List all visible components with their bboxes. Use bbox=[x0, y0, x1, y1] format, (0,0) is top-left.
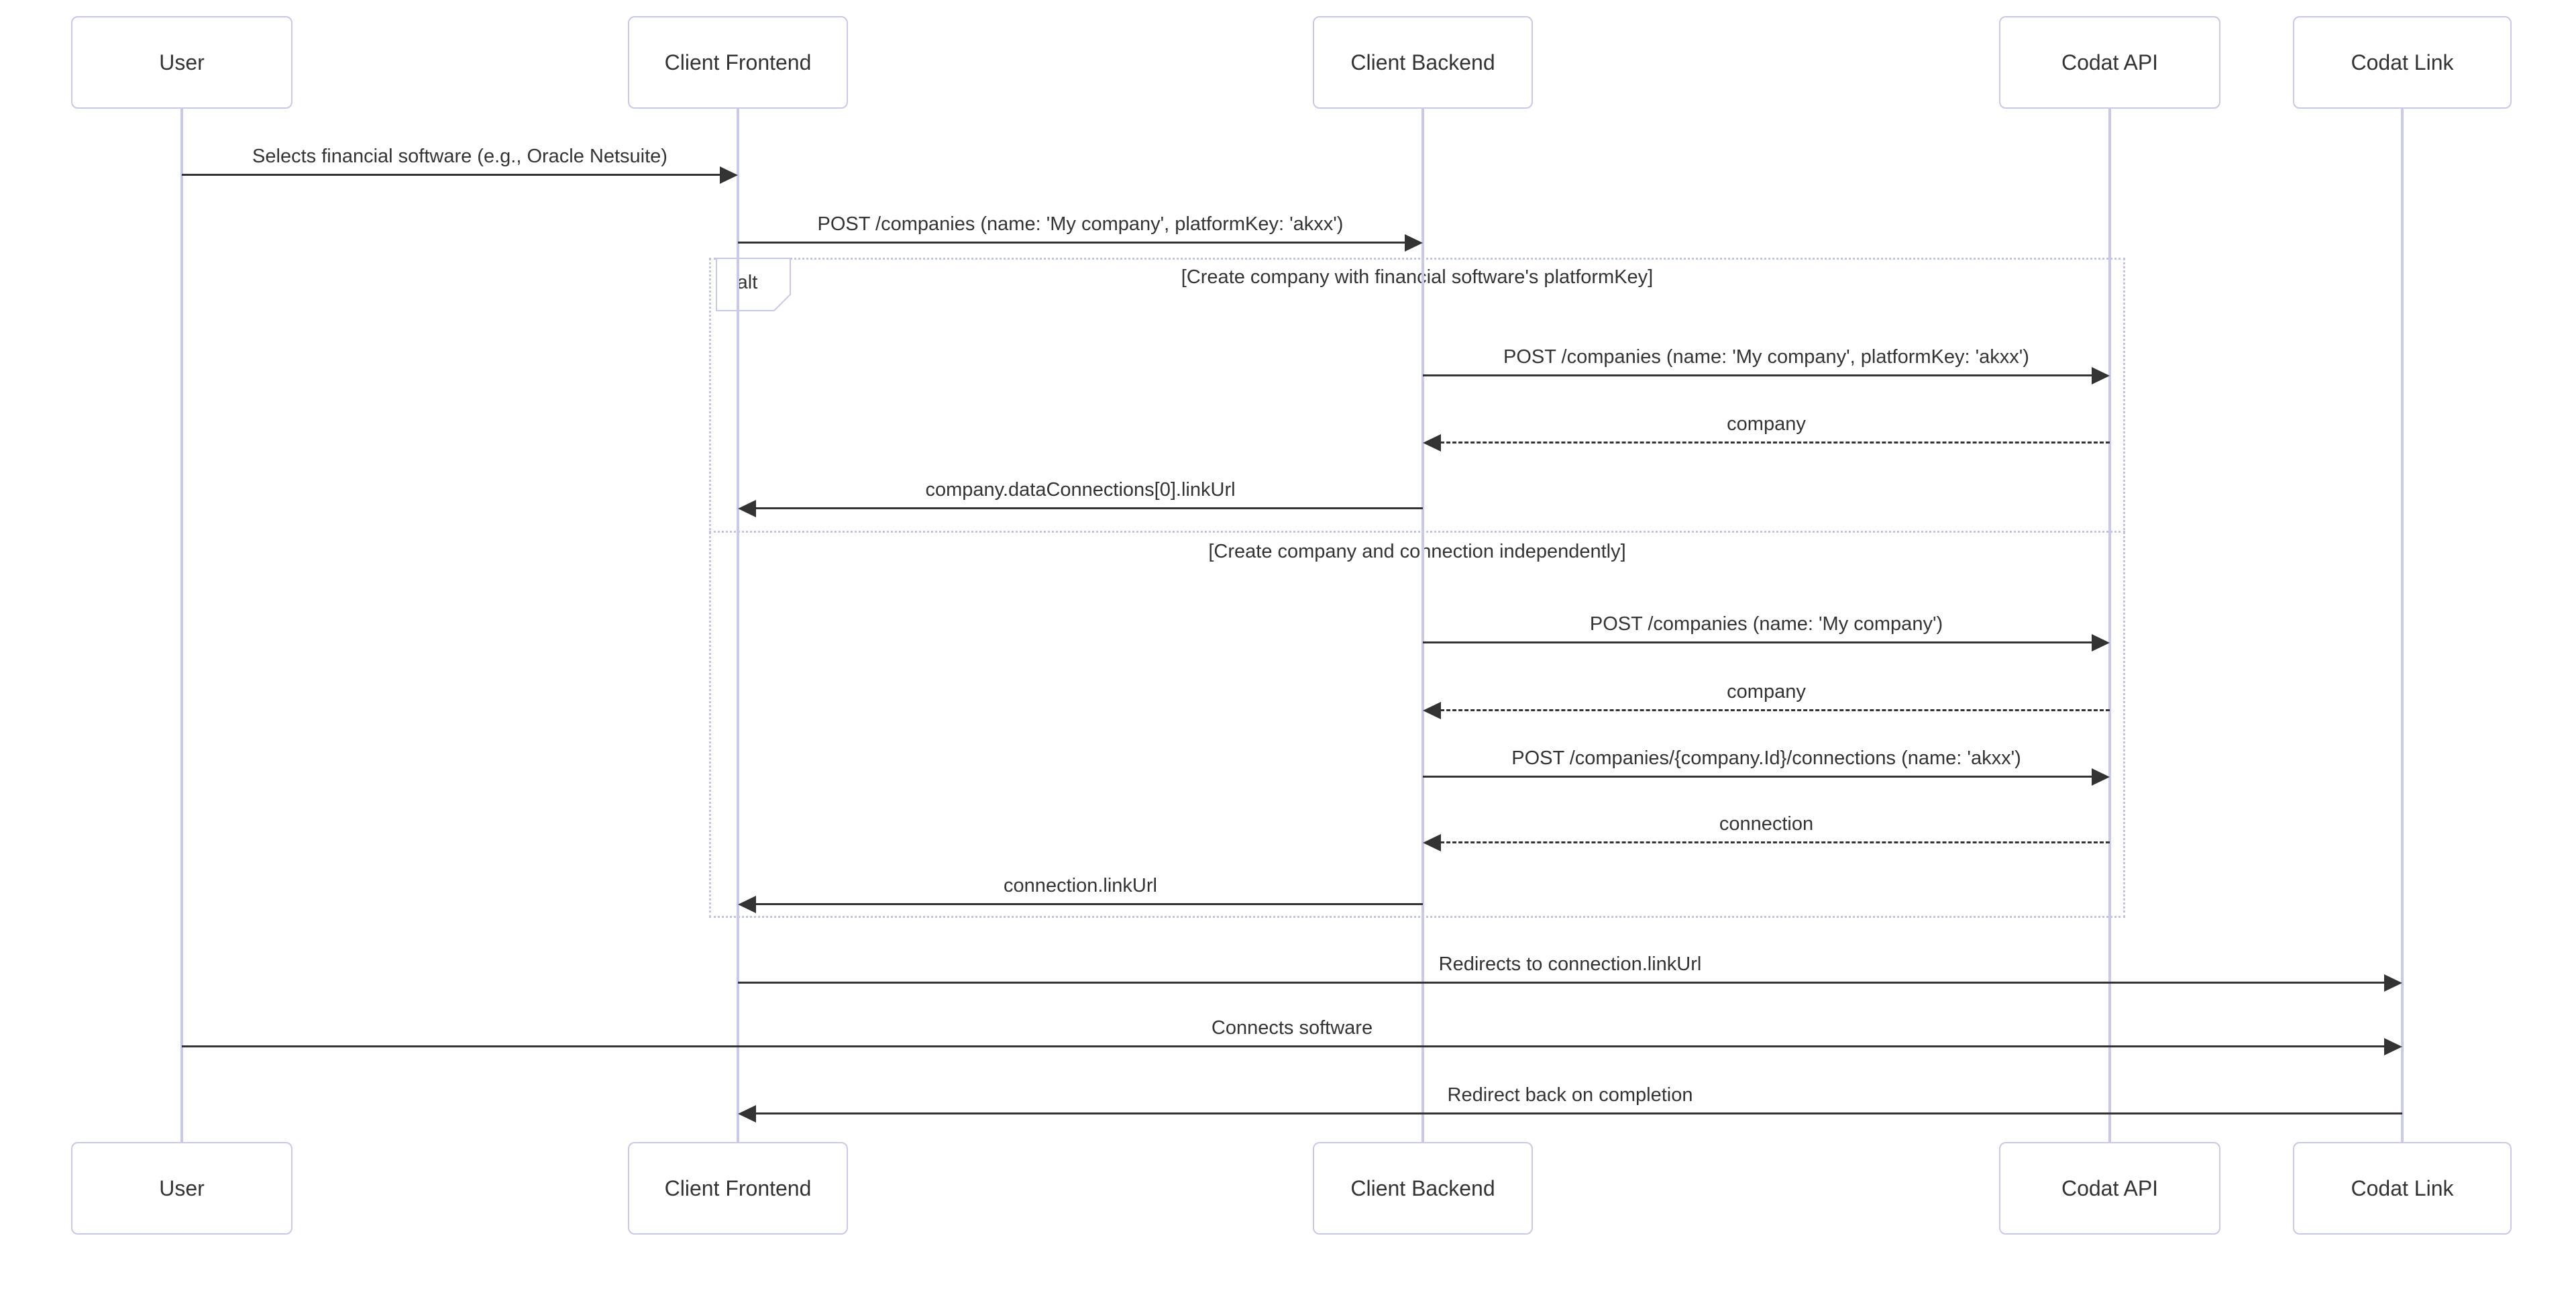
message-line-7 bbox=[1428, 709, 2110, 711]
message-label-6: POST /companies (name: 'My company') bbox=[1589, 613, 1943, 635]
actor-codat-api-bottom: Codat API bbox=[1999, 1142, 2220, 1235]
actor-user-top: User bbox=[71, 16, 292, 109]
message-line-2 bbox=[738, 242, 1417, 244]
alt-divider bbox=[709, 531, 2125, 533]
message-label-11: Redirects to connection.linkUrl bbox=[1438, 953, 1702, 975]
alt-condition-1: [Create company with financial software'… bbox=[1181, 266, 1654, 288]
message-label-3: POST /companies (name: 'My company', pla… bbox=[1503, 346, 2029, 368]
arrowhead-8 bbox=[2092, 768, 2110, 786]
message-label-12: Connects software bbox=[1211, 1017, 1373, 1039]
message-line-12 bbox=[182, 1045, 2397, 1047]
lifeline-client-frontend bbox=[737, 109, 739, 1142]
actor-label: User bbox=[159, 50, 205, 74]
actor-client-frontend-bottom: Client Frontend bbox=[628, 1142, 848, 1235]
message-label-13: Redirect back on completion bbox=[1447, 1084, 1693, 1106]
arrowhead-3 bbox=[2092, 367, 2110, 384]
alt-label: alt bbox=[737, 271, 758, 293]
actor-label: Client Backend bbox=[1350, 1176, 1495, 1200]
message-label-7: company bbox=[1727, 681, 1806, 703]
arrowhead-1 bbox=[720, 166, 738, 184]
alt-condition-2: [Create company and connection independe… bbox=[1208, 541, 1626, 562]
actor-label: Codat API bbox=[2061, 1176, 2159, 1200]
lifeline-user bbox=[180, 109, 183, 1142]
message-label-10: connection.linkUrl bbox=[1004, 875, 1157, 896]
alt-label-shape bbox=[716, 258, 791, 311]
arrowhead-4 bbox=[1423, 434, 1441, 452]
message-line-3 bbox=[1423, 374, 2104, 376]
arrowhead-6 bbox=[2092, 634, 2110, 652]
message-label-9: connection bbox=[1719, 813, 1814, 835]
lifeline-codat-link bbox=[2401, 109, 2404, 1142]
message-label-2: POST /companies (name: 'My company', pla… bbox=[817, 213, 1344, 235]
arrowhead-10 bbox=[738, 896, 756, 913]
actor-user-bottom: User bbox=[71, 1142, 292, 1235]
arrowhead-11 bbox=[2384, 974, 2402, 992]
actor-label: Codat Link bbox=[2351, 1176, 2454, 1200]
message-line-13 bbox=[743, 1112, 2402, 1114]
message-label-8: POST /companies/{company.Id}/connections… bbox=[1511, 747, 2021, 769]
message-label-4: company bbox=[1727, 413, 1806, 435]
message-line-4 bbox=[1428, 441, 2110, 444]
alt-fragment bbox=[709, 258, 2125, 918]
actor-client-backend-bottom: Client Backend bbox=[1313, 1142, 1533, 1235]
actor-label: Client Frontend bbox=[664, 50, 812, 74]
actor-codat-api-top: Codat API bbox=[1999, 16, 2220, 109]
arrowhead-13 bbox=[738, 1105, 756, 1123]
message-label-1: Selects financial software (e.g., Oracle… bbox=[252, 146, 667, 167]
arrowhead-12 bbox=[2384, 1038, 2402, 1055]
lifeline-codat-api bbox=[2108, 109, 2111, 1142]
message-line-11 bbox=[738, 982, 2397, 984]
arrowhead-7 bbox=[1423, 702, 1441, 719]
actor-label: Client Frontend bbox=[664, 1176, 812, 1200]
lifeline-client-backend bbox=[1421, 109, 1424, 1142]
actor-codat-link-bottom: Codat Link bbox=[2293, 1142, 2512, 1235]
actor-label: User bbox=[159, 1176, 205, 1200]
message-line-1 bbox=[182, 174, 733, 176]
message-line-8 bbox=[1423, 776, 2104, 778]
actor-client-frontend-top: Client Frontend bbox=[628, 16, 848, 109]
message-label-5: company.dataConnections[0].linkUrl bbox=[925, 479, 1236, 501]
arrowhead-9 bbox=[1423, 834, 1441, 851]
arrowhead-2 bbox=[1405, 234, 1423, 252]
message-line-5 bbox=[743, 507, 1423, 509]
actor-label: Codat API bbox=[2061, 50, 2159, 74]
message-line-9 bbox=[1428, 841, 2110, 843]
message-line-6 bbox=[1423, 641, 2104, 643]
arrowhead-5 bbox=[738, 500, 756, 517]
actor-codat-link-top: Codat Link bbox=[2293, 16, 2512, 109]
actor-label: Codat Link bbox=[2351, 50, 2454, 74]
actor-label: Client Backend bbox=[1350, 50, 1495, 74]
alt-label-box bbox=[716, 258, 791, 311]
message-line-10 bbox=[743, 903, 1423, 905]
actor-client-backend-top: Client Backend bbox=[1313, 16, 1533, 109]
